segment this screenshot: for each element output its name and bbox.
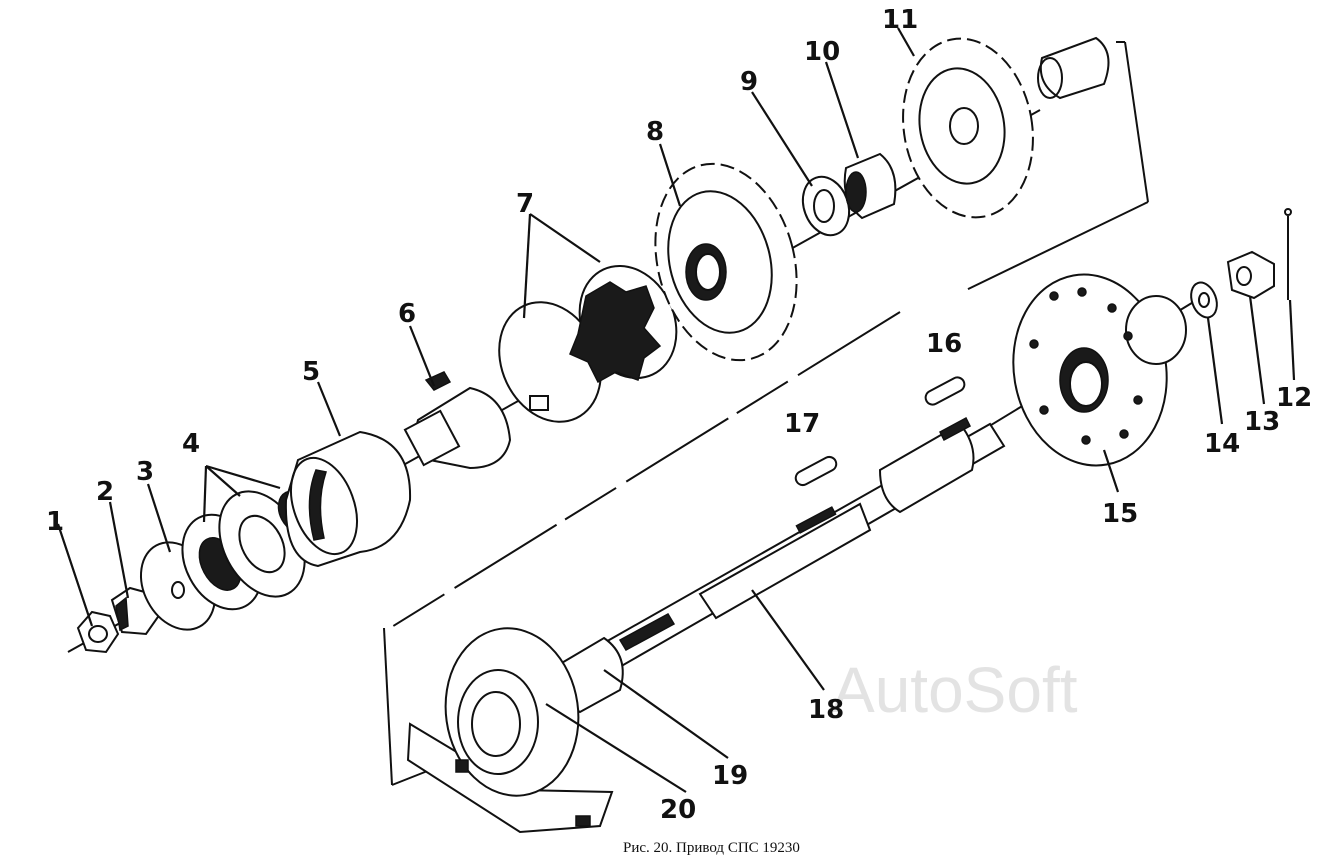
label-8: 8 xyxy=(646,117,664,147)
part-11-sprocket xyxy=(902,37,1034,219)
label-2: 2 xyxy=(96,477,114,507)
end-bushing xyxy=(1037,36,1110,100)
part-15-flange xyxy=(1012,273,1187,467)
part-17-key xyxy=(794,455,838,487)
label-19: 19 xyxy=(712,761,748,791)
label-14: 14 xyxy=(1204,429,1240,459)
label-11: 11 xyxy=(882,5,918,35)
label-13: 13 xyxy=(1244,407,1280,437)
label-10: 10 xyxy=(804,37,840,67)
frame-lines xyxy=(383,41,1149,786)
label-3: 3 xyxy=(136,457,154,487)
part-18-shaft xyxy=(586,416,1006,678)
label-7: 7 xyxy=(516,189,534,219)
part-labels: 1 2 3 4 5 6 7 8 9 10 11 12 13 14 15 16 1… xyxy=(46,5,1312,825)
part-20-pillow-block xyxy=(406,627,614,834)
label-12: 12 xyxy=(1276,383,1312,413)
part-9-washer xyxy=(801,175,851,237)
label-5: 5 xyxy=(302,357,320,387)
part-16-key xyxy=(924,376,966,406)
part-5-housing xyxy=(284,430,412,568)
label-6: 6 xyxy=(398,299,416,329)
figure-caption: Рис. 20. Привод СПС 19230 xyxy=(623,840,800,856)
label-20: 20 xyxy=(660,795,696,825)
part-14-washer xyxy=(1190,281,1218,319)
label-9: 9 xyxy=(740,67,758,97)
part-10-bushing xyxy=(843,152,897,220)
part-8-sprocket xyxy=(654,162,798,362)
watermark: AutoSoft xyxy=(832,654,1078,726)
part-6-hub xyxy=(403,371,512,470)
part-7-differential xyxy=(498,264,678,423)
label-16: 16 xyxy=(926,329,962,359)
part-1-nut xyxy=(76,610,120,654)
label-17: 17 xyxy=(784,409,820,439)
label-1: 1 xyxy=(46,507,64,537)
part-13-castle-nut xyxy=(1226,250,1275,300)
leader-lines xyxy=(56,27,1296,793)
label-18: 18 xyxy=(808,695,844,725)
label-15: 15 xyxy=(1102,499,1138,529)
part-12-cotter-pin xyxy=(1284,208,1292,300)
label-4: 4 xyxy=(182,429,200,459)
